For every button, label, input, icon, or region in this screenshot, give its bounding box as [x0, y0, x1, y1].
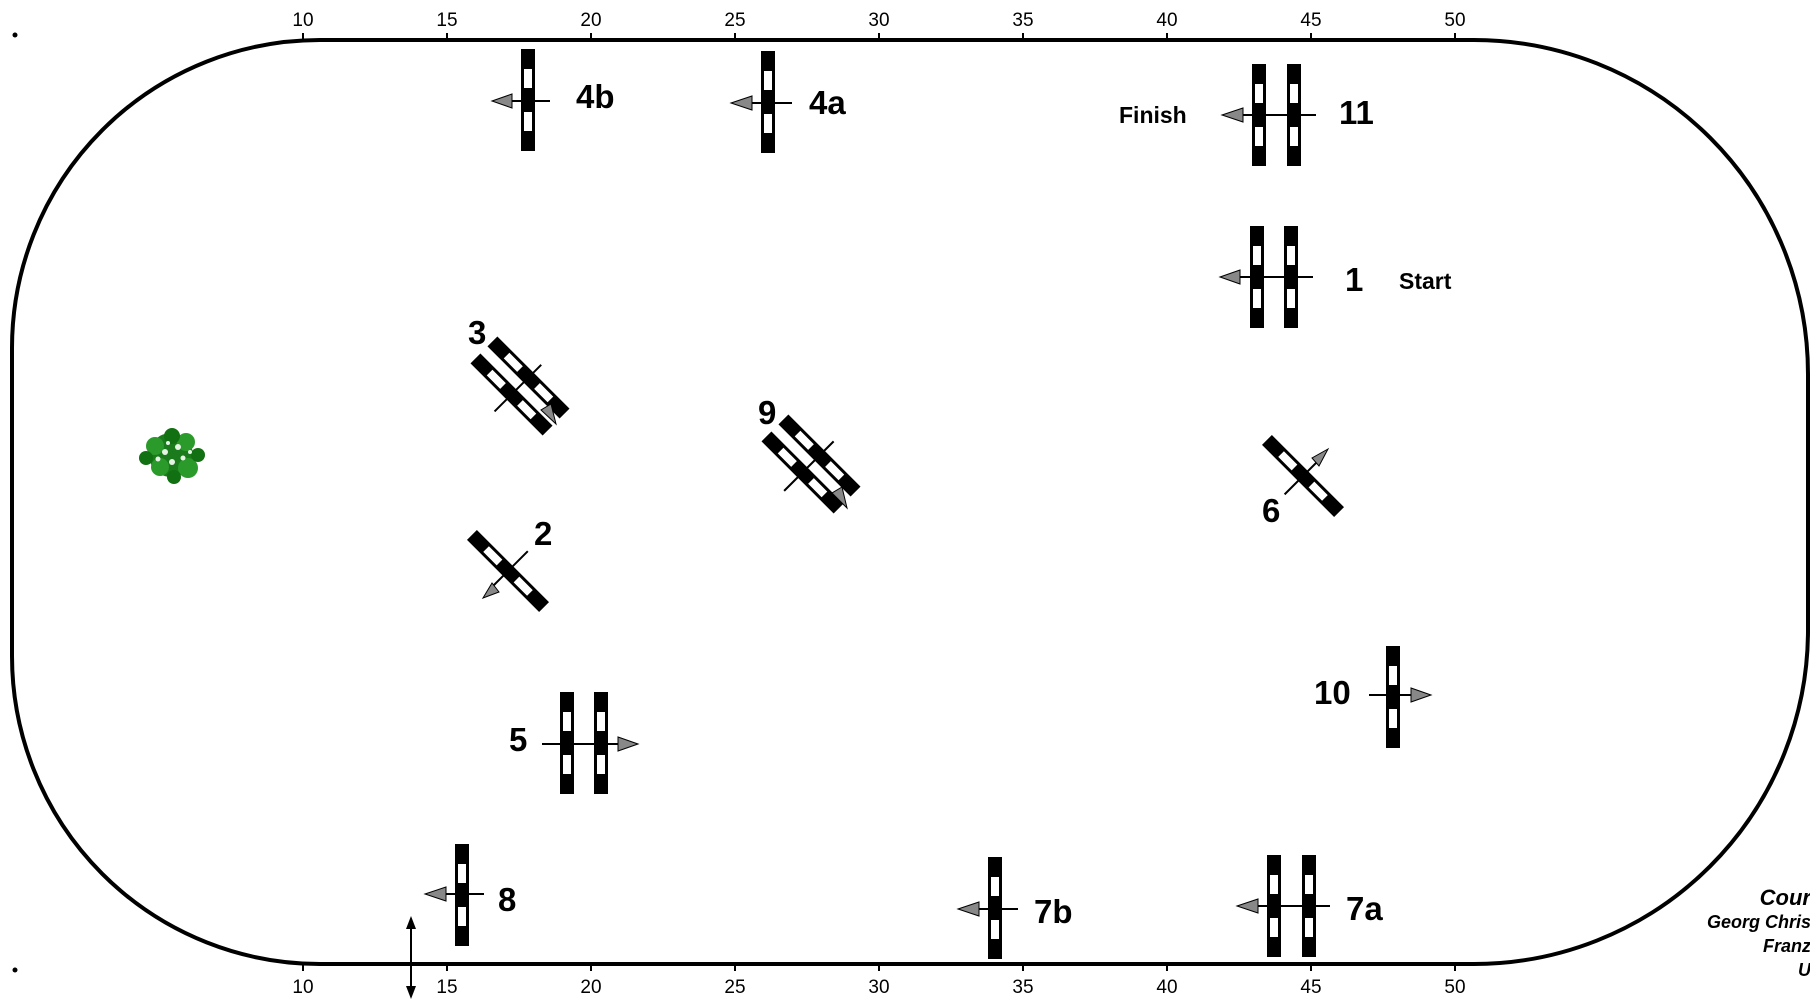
shrub-icon	[139, 428, 205, 484]
obstacle-8: 8	[423, 844, 516, 946]
obstacle-label: 5	[509, 721, 527, 758]
direction-arrow-icon	[831, 486, 848, 510]
direction-arrow-icon	[729, 95, 753, 111]
ruler-label: 25	[724, 10, 745, 31]
start-label: Start	[1399, 268, 1452, 294]
obstacle-1: 1 Start	[1218, 226, 1452, 328]
ruler-label: 25	[724, 977, 745, 998]
entrance-arrow-icon	[406, 916, 416, 999]
ruler-label: 50	[1444, 977, 1465, 998]
ruler-label: 45	[1300, 10, 1321, 31]
obstacle-5: 5	[509, 692, 640, 794]
credits-line: Franz	[1762, 936, 1810, 956]
obstacle-label: 9	[758, 394, 776, 431]
direction-arrow-icon	[1235, 898, 1259, 914]
obstacle-label: 4b	[576, 78, 615, 115]
direction-arrow-icon	[1218, 269, 1241, 285]
obstacle-3	[470, 336, 570, 436]
obstacle-label: 1	[1345, 261, 1363, 298]
ruler-label: 35	[1012, 977, 1033, 998]
ruler-label: 45	[1300, 977, 1321, 998]
ruler-label: 30	[868, 10, 889, 31]
credits-line: Georg Chris	[1706, 912, 1810, 932]
obstacle-9	[761, 414, 861, 514]
direction-arrow-icon	[956, 901, 980, 917]
obstacle-4a: 4a	[729, 51, 846, 153]
obstacle-label: 2	[534, 515, 552, 552]
bottom-ruler	[302, 962, 1456, 971]
credits-line: Cour	[1759, 886, 1810, 910]
direction-arrow-icon	[540, 403, 557, 426]
direction-arrow-icon	[1220, 107, 1244, 123]
finish-label: Finish	[1119, 102, 1187, 128]
direction-arrow-icon	[1410, 687, 1433, 703]
credits-line: U	[1798, 960, 1810, 980]
corner-marker	[12, 967, 18, 973]
obstacle-label: 6	[1262, 492, 1280, 529]
course-credits: Cour Georg Chris Franz U	[1551, 886, 1810, 982]
direction-arrow-icon	[481, 582, 500, 599]
obstacle-7b: 7b	[956, 857, 1073, 959]
obstacle-label: 8	[498, 881, 516, 918]
arena-outline	[10, 38, 1810, 966]
ruler-label: 30	[868, 977, 889, 998]
obstacle-2	[466, 529, 550, 613]
obstacle-4b: 4b	[490, 49, 615, 151]
direction-arrow-icon	[423, 886, 447, 902]
direction-arrow-icon	[617, 736, 640, 752]
obstacle-label: 4a	[809, 84, 846, 121]
ruler-label: 35	[1012, 10, 1033, 31]
obstacle-label: 11	[1339, 94, 1374, 131]
obstacle-label: 7a	[1346, 890, 1383, 927]
obstacle-label: 10	[1314, 674, 1351, 711]
ruler-label: 15	[436, 10, 457, 31]
direction-arrow-icon	[490, 93, 513, 109]
ruler-label: 10	[292, 10, 313, 31]
ruler-label: 40	[1156, 10, 1177, 31]
obstacle-label: 7b	[1034, 893, 1073, 930]
direction-arrow-icon	[1311, 447, 1330, 467]
ruler-label: 40	[1156, 977, 1177, 998]
obstacle-11: 11 Finish	[1119, 64, 1374, 166]
obstacle-10: 10	[1314, 646, 1433, 748]
obstacle-label: 3	[468, 314, 486, 351]
top-ruler	[302, 33, 1456, 42]
ruler-label: 20	[580, 10, 601, 31]
ruler-label: 50	[1444, 10, 1465, 31]
ruler-label: 20	[580, 977, 601, 998]
ruler-label: 15	[436, 977, 457, 998]
corner-marker	[12, 32, 18, 38]
ruler-label: 10	[292, 977, 313, 998]
obstacle-7a: 7a	[1235, 855, 1383, 957]
